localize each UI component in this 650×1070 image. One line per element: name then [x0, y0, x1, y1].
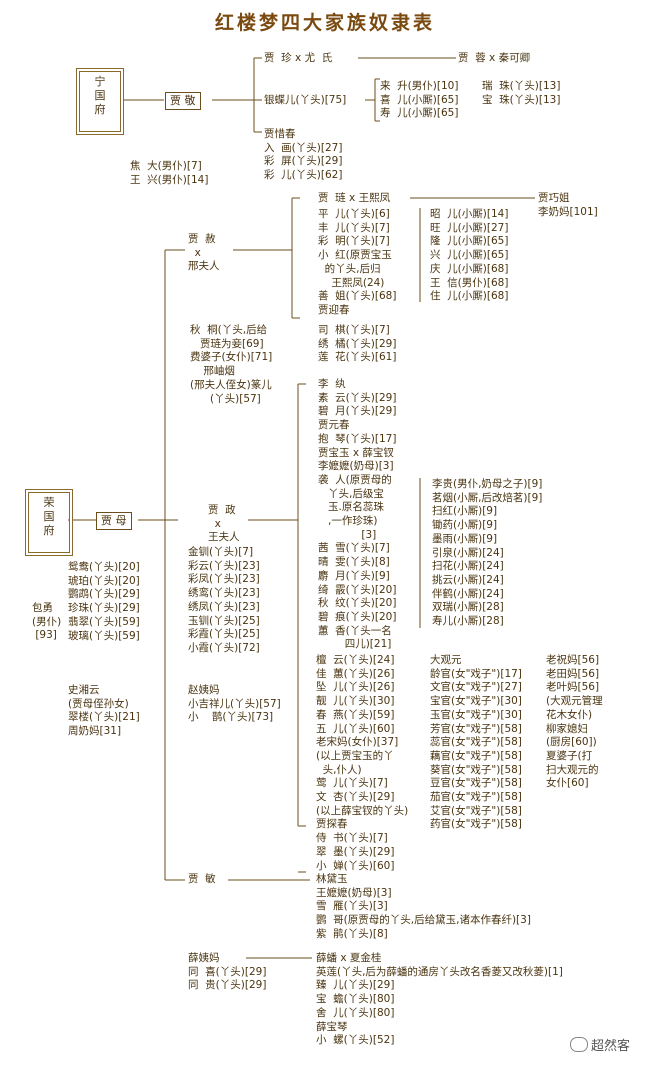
zhen-servants-list: 来 升(男仆)[10] 喜 儿(小厮)[65] 寿 儿(小厮)[65] [380, 80, 459, 120]
watermark-text: 超然客 [590, 1039, 630, 1054]
actresses-list: 大观元 龄官(女"戏子")[17] 文官(女"戏子")[27] 宝官(女"戏子"… [430, 654, 522, 831]
jia-mu-box: 贾 母 [96, 512, 132, 530]
lian-maids-list: 平 儿(丫头)[6] 丰 儿(丫头)[7] 彩 明(丫头)[7] 小 红(原贾宝… [318, 208, 397, 316]
yingchun-maids-list: 司 棋(丫头)[7] 绣 橘(丫头)[29] 莲 花(丫头)[61] [318, 324, 397, 364]
garden-servants-list: 老祝妈[56] 老田妈[56] 老叶妈[56] (大观元管理 花木女仆) 柳家媳… [546, 654, 603, 790]
ningguo-box: 宁 国 府 [79, 71, 121, 132]
jing-servants-list: 焦 大(男仆)[7] 王 兴(男仆)[14] [130, 160, 209, 186]
baoyong-list: 包勇 (男仆) [93] [32, 602, 62, 642]
jia-rong-line: 贾 蓉 x 秦可卿 [458, 52, 531, 64]
zheng-maids-list: 金钏(丫头)[7] 彩云(丫头)[23] 彩凤(丫头)[23] 绣鸾(丫头)[2… [188, 546, 260, 654]
xichun-list: 贾惜春 入 画(丫头)[27] 彩 屏(丫头)[29] 彩 儿(丫头)[62] [264, 128, 343, 182]
jia-zhen-line: 贾 珍 x 尤 氏 [264, 52, 333, 64]
yindie-line: 银蝶儿(丫头)[75] [264, 94, 347, 106]
shi-list: 史湘云 (贾母侄孙女) 翠楼(丫头)[21] 周奶妈[31] [68, 684, 140, 738]
watermark: 超然客 [569, 1035, 630, 1054]
baoyu-maids-list: 檀 云(丫头)[24] 佳 蕙(丫头)[26] 坠 儿(丫头)[26] 靓 儿(… [316, 654, 409, 872]
rongguo-box: 荣 国 府 [28, 492, 70, 553]
jia-zheng-block: 贾 政 x 王夫人 [208, 504, 240, 544]
li-wan-list: 李 纨 素 云(丫头)[29] 碧 月(丫头)[29] 贾元春 抱 琴(丫头)[… [318, 378, 397, 651]
jia-she-block: 贾 赦 x 邢夫人 [188, 233, 220, 273]
qiaojie-list: 贾巧姐 李奶妈[101] [538, 192, 598, 218]
she-servants-list: 秋 桐(丫头,后给 贾琏为妾[69] 费婆子(女仆)[71] 邢岫烟 (邢夫人侄… [190, 324, 273, 405]
rong-servants-list: 瑞 珠(丫头)[13] 宝 珠(丫头)[13] [482, 80, 561, 106]
wechat-icon [569, 1037, 588, 1052]
baoyu-boys-list: 李贵(男仆,奶母之子)[9] 茗烟(小厮,后改焙茗)[9] 扫红(小厮)[9] … [432, 478, 543, 628]
page-title: 红楼梦四大家族奴隶表 [214, 12, 435, 34]
zhao-list: 赵姨妈 小吉祥儿(丫头)[57] 小 鹊(丫头)[73] [188, 684, 281, 724]
rongguo-label: 荣 国 府 [43, 496, 55, 537]
jiamu-maids-list: 鸳鸯(丫头)[20] 琥珀(丫头)[20] 鹦鹉(丫头)[29] 珍珠(丫头)[… [68, 561, 140, 642]
jia-min-line: 贾 敏 [188, 873, 216, 885]
xue-mother-list: 薛姨妈 同 喜(丫头)[29] 同 贵(丫头)[29] [188, 952, 267, 992]
xue-pan-list: 薛蟠 x 夏金桂 英莲(丫头,后为薛蟠的通房丫头改名香菱又改秋菱)[1] 臻 儿… [316, 952, 563, 1047]
ningguo-label: 宁 国 府 [94, 75, 106, 116]
jia-lian-line: 贾 琏 x 王熙凤 [318, 192, 391, 204]
jia-jing-box: 贾 敬 [165, 92, 201, 110]
lian-boys-list: 昭 儿(小厮)[14] 旺 儿(小厮)[27] 隆 儿(小厮)[65] 兴 儿(… [430, 208, 509, 303]
lin-list: 林黛玉 王嬷嬷(奶母)[3] 雪 雁(丫头)[3] 鹦 哥(原贾母的丫头,后给黛… [316, 873, 531, 940]
